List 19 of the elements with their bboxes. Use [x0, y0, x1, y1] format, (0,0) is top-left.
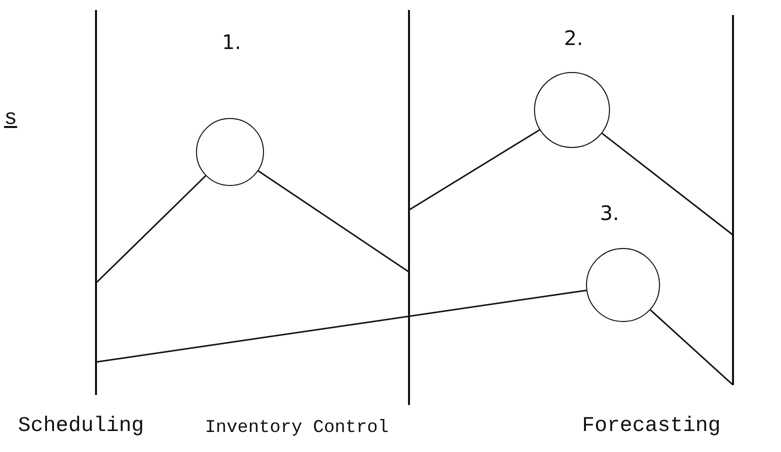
category-label: Inventory Control: [205, 419, 389, 439]
vertical-line: [95, 10, 97, 395]
process-circle: [586, 248, 660, 322]
connector-line: [408, 129, 540, 211]
process-circle: [196, 118, 264, 186]
connector-line: [602, 132, 734, 236]
connector-line: [258, 170, 410, 273]
connector-line: [96, 290, 586, 363]
category-label: Forecasting: [582, 415, 721, 438]
circle-number: 2.: [564, 28, 584, 48]
circle-number: 3.: [600, 203, 620, 223]
category-label: Scheduling: [18, 415, 144, 438]
process-circle: [534, 72, 610, 148]
vertical-line: [732, 15, 734, 385]
circle-number: 1.: [222, 32, 242, 52]
connector-line: [95, 175, 206, 284]
fragment-text: s: [4, 107, 18, 132]
vertical-line: [408, 10, 410, 405]
connector-line: [650, 309, 734, 386]
